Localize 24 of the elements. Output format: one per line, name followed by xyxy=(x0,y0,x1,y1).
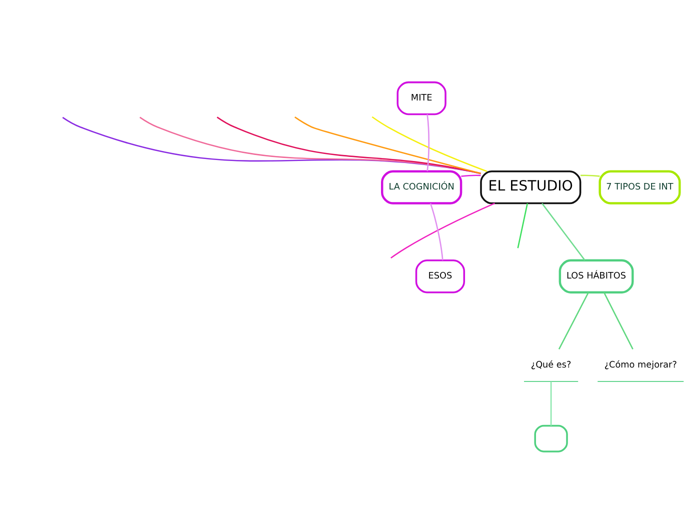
connector xyxy=(542,202,586,260)
node-box: MITE xyxy=(396,80,446,115)
connector xyxy=(550,380,552,426)
node-box: 7 TIPOS DE INT xyxy=(598,170,681,204)
connector xyxy=(62,116,481,174)
node-box: ESOS xyxy=(415,259,466,293)
node-box xyxy=(534,424,568,452)
node-box: EL ESTUDIO xyxy=(480,170,582,204)
connector xyxy=(430,202,444,260)
connector xyxy=(580,174,600,176)
connector xyxy=(294,116,481,174)
node-text: ¿Cómo mejorar? xyxy=(604,360,677,370)
node-text: ¿Qué es? xyxy=(530,360,572,370)
connector xyxy=(426,114,430,171)
connector xyxy=(140,116,481,174)
connector xyxy=(558,292,589,350)
connector xyxy=(517,202,528,248)
connector xyxy=(372,116,488,172)
connector xyxy=(216,116,481,174)
node-box: LA COGNICIÓN xyxy=(381,170,462,204)
connector xyxy=(603,292,634,350)
node-box: LOS HÁBITOS xyxy=(558,258,634,293)
connector xyxy=(390,202,495,258)
connector xyxy=(461,174,481,176)
